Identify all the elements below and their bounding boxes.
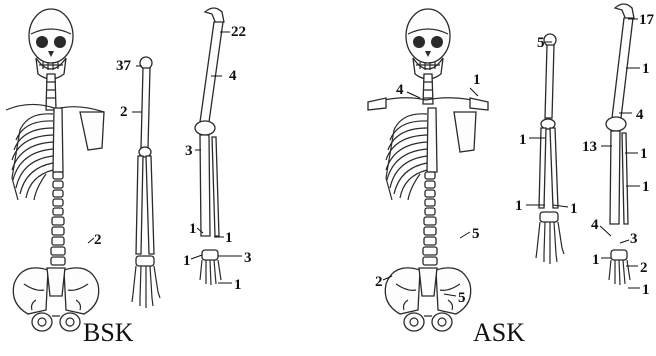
- bsk-skeleton-drawing: [6, 8, 224, 331]
- bsk-label: 1: [183, 253, 191, 269]
- ask-label: 4: [591, 217, 599, 233]
- ask-label: 1: [642, 179, 650, 195]
- ask-label: 17: [639, 12, 655, 28]
- bsk-label: 37: [116, 58, 132, 74]
- bsk-label: 1: [189, 221, 197, 237]
- bsk-label: 4: [229, 68, 237, 84]
- bsk-label: 2: [120, 104, 128, 120]
- ask-label: 1: [642, 61, 650, 77]
- ask-label: 3: [630, 231, 638, 247]
- ask-skeleton-drawing: [368, 4, 634, 331]
- ask-label: 5: [537, 35, 545, 51]
- ask-label: 1: [473, 72, 481, 88]
- bsk-label: 2: [94, 232, 102, 248]
- ask-label: 1: [519, 132, 527, 148]
- ask-label: 1: [640, 146, 648, 162]
- ask-label: 5: [458, 290, 466, 306]
- ask-label: 2: [375, 274, 383, 290]
- ask-label: 1: [642, 282, 650, 298]
- ask-label: 4: [636, 107, 644, 123]
- bsk-label: 3: [185, 143, 193, 159]
- ask-label: 1: [592, 252, 600, 268]
- bsk-labels: 37 2 22 4 3 2 1 1 1 3 1: [94, 24, 252, 293]
- ask-label: 1: [570, 201, 578, 217]
- ask-label: 13: [582, 139, 597, 155]
- ask-label: 4: [396, 82, 404, 98]
- bsk-caption: BSK: [83, 318, 134, 348]
- bsk-label: 1: [225, 230, 233, 246]
- ask-label: 2: [640, 260, 648, 276]
- bsk-label: 1: [234, 277, 242, 293]
- ask-label: 5: [472, 226, 480, 242]
- ask-caption: ASK: [473, 318, 525, 348]
- bsk-label: 22: [231, 24, 246, 40]
- bsk-leader-lines: [88, 32, 242, 283]
- bsk-label: 3: [244, 250, 252, 266]
- ask-label: 1: [515, 198, 523, 214]
